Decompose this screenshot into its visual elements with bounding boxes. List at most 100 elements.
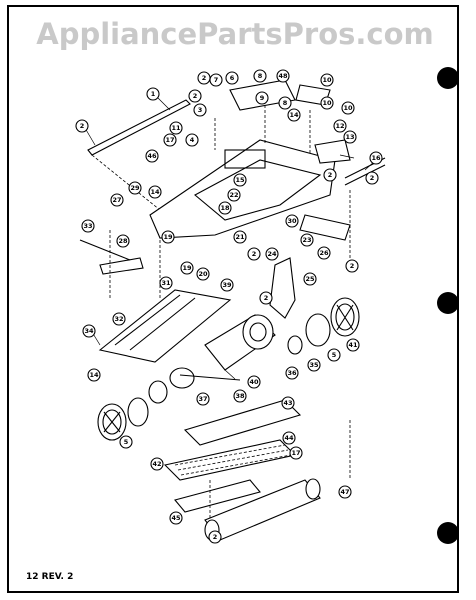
callout-10: 10 [320,96,334,110]
callout-31: 31 [159,276,173,290]
callout-42: 42 [150,457,164,471]
svg-text:10: 10 [343,104,353,112]
svg-text:26: 26 [319,249,329,257]
callout-17: 17 [163,133,177,147]
page-label: 12 REV. 2 [26,572,74,582]
svg-text:2: 2 [80,122,85,130]
callout-10: 10 [320,73,334,87]
callout-33: 33 [81,219,95,233]
svg-text:41: 41 [348,341,358,349]
callout-8: 8 [253,69,267,83]
callout-43: 43 [281,396,295,410]
callout-18: 18 [218,201,232,215]
svg-text:18: 18 [220,204,230,212]
svg-text:33: 33 [83,222,92,230]
callout-30: 30 [285,214,299,228]
svg-text:12: 12 [335,122,344,130]
svg-text:1: 1 [151,90,156,98]
callout-39: 39 [220,278,234,292]
svg-text:2: 2 [193,92,198,100]
svg-text:20: 20 [198,270,208,278]
callout-21: 21 [233,230,247,244]
callout-15: 15 [233,173,247,187]
callout-19: 19 [180,261,194,275]
svg-text:14: 14 [89,371,99,379]
callout-5: 5 [119,435,133,449]
svg-text:8: 8 [283,99,288,107]
svg-text:27: 27 [112,196,121,204]
svg-text:19: 19 [182,264,192,272]
svg-text:40: 40 [249,378,259,386]
svg-text:24: 24 [267,250,277,258]
callout-14: 14 [287,108,301,122]
svg-text:13: 13 [345,133,354,141]
watermark: AppliancePartsPros.com [36,17,434,51]
callout-4: 4 [185,133,199,147]
svg-text:14: 14 [150,188,160,196]
part-housing [149,139,336,239]
svg-text:2: 2 [264,294,269,302]
svg-text:19: 19 [163,233,173,241]
callout-16: 16 [369,151,383,165]
svg-text:11: 11 [171,124,181,132]
svg-text:10: 10 [322,99,332,107]
callout-48: 48 [276,69,290,83]
svg-text:10: 10 [322,76,332,84]
svg-text:17: 17 [291,449,300,457]
callout-29: 29 [128,181,142,195]
svg-text:29: 29 [130,184,140,192]
svg-text:43: 43 [283,399,292,407]
callout-38: 38 [233,389,247,403]
svg-text:15: 15 [235,176,245,184]
callout-26: 26 [317,246,331,260]
callout-8: 8 [278,96,292,110]
callout-11: 11 [169,121,183,135]
svg-text:42: 42 [152,460,161,468]
part-filter [98,289,232,363]
svg-text:37: 37 [198,395,207,403]
callout-23: 23 [300,233,314,247]
svg-text:4: 4 [190,136,195,144]
callout-24: 24 [265,247,279,261]
callout-47: 47 [338,485,352,499]
svg-text:23: 23 [302,236,311,244]
svg-text:48: 48 [278,72,288,80]
callout-37: 37 [196,392,210,406]
callout-46: 46 [145,149,159,163]
svg-text:8: 8 [258,72,263,80]
svg-text:21: 21 [235,233,245,241]
callout-2: 2 [188,89,202,103]
svg-text:38: 38 [235,392,245,400]
svg-text:6: 6 [230,74,235,82]
svg-text:14: 14 [289,111,299,119]
svg-text:44: 44 [284,434,294,442]
callout-3: 3 [193,103,207,117]
svg-text:17: 17 [165,136,174,144]
callout-2: 2 [365,171,379,185]
svg-text:39: 39 [222,281,232,289]
callout-32: 32 [112,312,126,326]
callout-34: 34 [82,324,96,338]
svg-text:5: 5 [124,438,129,446]
callout-14: 14 [148,185,162,199]
callout-12: 12 [333,119,347,133]
svg-text:32: 32 [114,315,123,323]
callout-22: 22 [227,188,241,202]
callout-44: 44 [282,431,296,445]
callout-35: 35 [307,358,321,372]
callout-13: 13 [343,130,357,144]
svg-text:7: 7 [214,76,219,84]
svg-text:34: 34 [84,327,94,335]
callout-28: 28 [116,234,130,248]
part-lower-panel [183,399,302,446]
callout-27: 27 [110,193,124,207]
svg-text:25: 25 [305,275,315,283]
svg-text:9: 9 [260,94,265,102]
part-grille [163,439,297,481]
callout-7: 7 [209,73,223,87]
callout-2: 2 [197,71,211,85]
binder-hole-middle [437,292,459,314]
callout-25: 25 [303,272,317,286]
callout-10: 10 [341,101,355,115]
binder-hole-bottom [437,522,459,544]
